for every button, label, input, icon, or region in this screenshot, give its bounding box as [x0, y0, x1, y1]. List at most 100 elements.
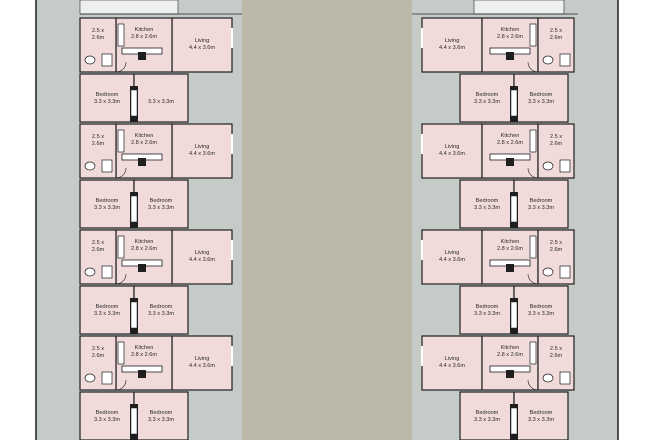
central-corridor [242, 0, 412, 440]
right-unit-4-stove [506, 370, 514, 378]
left-unit-3-living-size: 4.4 x 3.6m [189, 257, 215, 263]
right-unit-3-bedroom-2 [513, 285, 569, 335]
left-unit-3-bedroom-2-label: Bedroom [150, 304, 173, 310]
left-unit-2-kitchen-label: Kitchen [135, 133, 154, 139]
left-unit-3-bath-label: 2.5 x [92, 240, 104, 246]
right-unit-4-door-swing [527, 379, 539, 391]
right-unit-1-bedroom-2-label: Bedroom [530, 92, 553, 98]
right-unit-4-bedroom-1-label: Bedroom [476, 410, 499, 416]
left-unit-1-living-size: 4.4 x 3.6m [189, 45, 215, 51]
left-unit-3-wardrobe [130, 301, 138, 329]
left-unit-4-bedroom-2 [133, 391, 189, 440]
left-unit-1-bath-size: 2.6m [92, 35, 105, 41]
right-unit-4-living-size: 4.4 x 3.6m [439, 363, 465, 369]
right-unit-4-kitchen-size: 2.8 x 2.6m [497, 352, 523, 358]
right-unit-4-wardrobe [510, 407, 518, 435]
right-unit-3-bath-size: 2.6m [550, 247, 563, 253]
left-unit-1-shower [101, 53, 113, 67]
left-unit-4-stove [138, 370, 146, 378]
right-unit-2-bath-label: 2.5 x [550, 134, 562, 140]
left-unit-4-living-label: Living [195, 356, 210, 362]
right-unit-4-living-label: Living [445, 356, 460, 362]
left-unit-1-bedroom-1-label: Bedroom [96, 92, 119, 98]
left-unit-2-toilet [84, 161, 96, 171]
right-unit-1-bath-size: 2.6m [550, 35, 563, 41]
right-unit-1-kitchen [481, 17, 539, 73]
left-unit-3-shower [101, 265, 113, 279]
left-unit-2-living-label: Living [195, 144, 210, 150]
left-unit-3-bedroom-1-size: 3.3 x 3.3m [94, 311, 120, 317]
right-unit-2-living-label: Living [445, 144, 460, 150]
left-unit-1-door-swing [115, 61, 127, 73]
left-unit-2-bath-size: 2.6m [92, 141, 105, 147]
right-unit-1-bedroom-1 [459, 73, 515, 123]
left-unit-1-kitchen-label: Kitchen [135, 27, 154, 33]
left-unit-2-living-size: 4.4 x 3.6m [189, 151, 215, 157]
left-entry-paving [79, 0, 179, 15]
right-unit-3-fridge [529, 235, 537, 259]
right-unit-2-stove [506, 158, 514, 166]
left-unit-1-kitchen-size: 2.8 x 2.6m [131, 34, 157, 40]
right-unit-1-living-label: Living [445, 38, 460, 44]
left-unit-4-kitchen-size: 2.8 x 2.6m [131, 352, 157, 358]
left-unit-3-bedroom-1-label: Bedroom [96, 304, 119, 310]
right-unit-4-kitchen-label: Kitchen [501, 345, 520, 351]
right-unit-2-bedroom-1-size: 3.3 x 3.3m [474, 205, 500, 211]
left-unit-4-bath-size: 2.6m [92, 353, 105, 359]
left-unit-2-bedroom-1-size: 3.3 x 3.3m [94, 205, 120, 211]
left-unit-4-kitchen-label: Kitchen [135, 345, 154, 351]
left-unit-4-bedroom-1-size: 3.3 x 3.3m [94, 417, 120, 423]
right-unit-4-bedroom-2 [513, 391, 569, 440]
right-unit-1-bedroom-2-size: 3.3 x 3.3m [528, 99, 554, 105]
left-unit-3-kitchen [115, 229, 173, 285]
right-unit-1-door-swing [527, 61, 539, 73]
left-unit-1-living-label: Living [195, 38, 210, 44]
left-unit-1-wardrobe [130, 89, 138, 117]
left-unit-3-kitchen-label: Kitchen [135, 239, 154, 245]
left-unit-3-fridge [117, 235, 125, 259]
right-unit-3-wardrobe [510, 301, 518, 329]
right-unit-4-bath-size: 2.6m [550, 353, 563, 359]
right-unit-2-bath-size: 2.6m [550, 141, 563, 147]
right-unit-3-kitchen-label: Kitchen [501, 239, 520, 245]
left-unit-4-door-swing [115, 379, 127, 391]
left-unit-1-bath-label: 2.5 x [92, 28, 104, 34]
left-unit-4-shower [101, 371, 113, 385]
left-unit-3-bedroom-2 [133, 285, 189, 335]
right-unit-1-bedroom-1-size: 3.3 x 3.3m [474, 99, 500, 105]
left-unit-2-kitchen-size: 2.8 x 2.6m [131, 140, 157, 146]
right-unit-2-kitchen-size: 2.8 x 2.6m [497, 140, 523, 146]
right-unit-3-shower [559, 265, 571, 279]
right-unit-2-living-size: 4.4 x 3.6m [439, 151, 465, 157]
right-unit-2-fridge [529, 129, 537, 153]
right-unit-3-bedroom-1-size: 3.3 x 3.3m [474, 311, 500, 317]
left-unit-1-stove [138, 52, 146, 60]
left-unit-1-bedroom-1-size: 3.3 x 3.3m [94, 99, 120, 105]
right-unit-2-bedroom-2 [513, 179, 569, 229]
left-unit-3-door-swing [115, 273, 127, 285]
left-unit-2-bedroom-2 [133, 179, 189, 229]
left-unit-4-bedroom-1-label: Bedroom [96, 410, 119, 416]
left-unit-4-kitchen [115, 335, 173, 391]
left-unit-3-bath-size: 2.6m [92, 247, 105, 253]
right-unit-3-stove [506, 264, 514, 272]
right-unit-1-kitchen-label: Kitchen [501, 27, 520, 33]
left-unit-2-bedroom-1-label: Bedroom [96, 198, 119, 204]
right-unit-3-living [421, 229, 483, 285]
right-unit-2-bedroom-2-label: Bedroom [530, 198, 553, 204]
left-unit-4-bedroom-2-label: Bedroom [150, 410, 173, 416]
left-unit-2-bedroom-1 [79, 179, 135, 229]
left-unit-3-living-label: Living [195, 250, 210, 256]
right-unit-3-kitchen [481, 229, 539, 285]
right-unit-2-bedroom-1 [459, 179, 515, 229]
right-unit-4-bedroom-1-size: 3.3 x 3.3m [474, 417, 500, 423]
left-unit-4-wardrobe [130, 407, 138, 435]
right-unit-4-bedroom-2-size: 3.3 x 3.3m [528, 417, 554, 423]
left-unit-2-stove [138, 158, 146, 166]
right-unit-3-toilet [542, 267, 554, 277]
left-unit-2-wardrobe [130, 195, 138, 223]
right-unit-3-bedroom-2-label: Bedroom [530, 304, 553, 310]
right-unit-4-bedroom-1 [459, 391, 515, 440]
left-unit-3-bedroom-2-size: 3.3 x 3.3m [148, 311, 174, 317]
right-unit-1-living-size: 4.4 x 3.6m [439, 45, 465, 51]
